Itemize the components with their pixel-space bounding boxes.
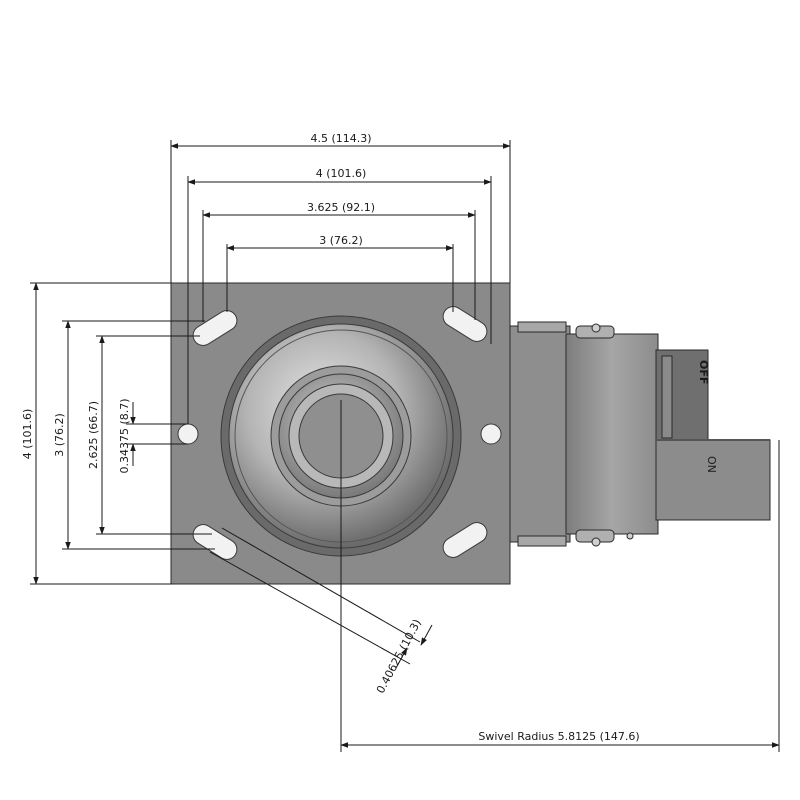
slot-width-dimension bbox=[395, 624, 433, 669]
slot-bottom-right bbox=[442, 522, 488, 558]
pedal-rib bbox=[661, 355, 673, 439]
dim-bolt-width-mid: 3.625 (92.1) bbox=[307, 201, 375, 214]
dim-bolt-height-inner: 2.625 (66.7) bbox=[87, 401, 100, 469]
dim-bolt-height-outer: 3 (76.2) bbox=[53, 413, 66, 457]
hole-left bbox=[177, 423, 199, 445]
brake-pedal-on bbox=[655, 439, 771, 521]
brake-on-label: ON bbox=[705, 456, 718, 473]
width-dimensions bbox=[170, 143, 511, 251]
dim-bolt-width-inner: 3 (76.2) bbox=[319, 234, 363, 247]
dim-bolt-width-outer: 4 (101.6) bbox=[316, 167, 367, 180]
dim-swivel-radius: Swivel Radius 5.8125 (147.6) bbox=[478, 730, 639, 743]
slot-bottom-left bbox=[192, 524, 238, 560]
slot-top-left bbox=[192, 310, 238, 346]
rivet-bottom bbox=[591, 537, 601, 547]
brake-body bbox=[565, 333, 659, 535]
rivet-bottom-2 bbox=[626, 532, 634, 540]
height-dimensions bbox=[33, 282, 136, 585]
rivet-top bbox=[591, 323, 601, 333]
bolt-slots bbox=[177, 306, 502, 560]
brake-off-label: OFF bbox=[697, 360, 710, 384]
dim-overall-width: 4.5 (114.3) bbox=[310, 132, 371, 145]
hole-right bbox=[480, 423, 502, 445]
dim-hole-offset: 0.34375 (8.7) bbox=[118, 398, 131, 473]
dim-slot-width: 0.40625 (10.3) bbox=[374, 617, 424, 696]
dim-overall-height: 4 (101.6) bbox=[21, 409, 34, 460]
brake-top-cap bbox=[517, 321, 567, 333]
brake-bottom-cap bbox=[517, 535, 567, 547]
brake-housing bbox=[509, 325, 571, 543]
brake-assembly: OFF ON bbox=[509, 321, 771, 547]
extension-lines bbox=[30, 140, 780, 752]
slot-top-right bbox=[442, 306, 488, 342]
